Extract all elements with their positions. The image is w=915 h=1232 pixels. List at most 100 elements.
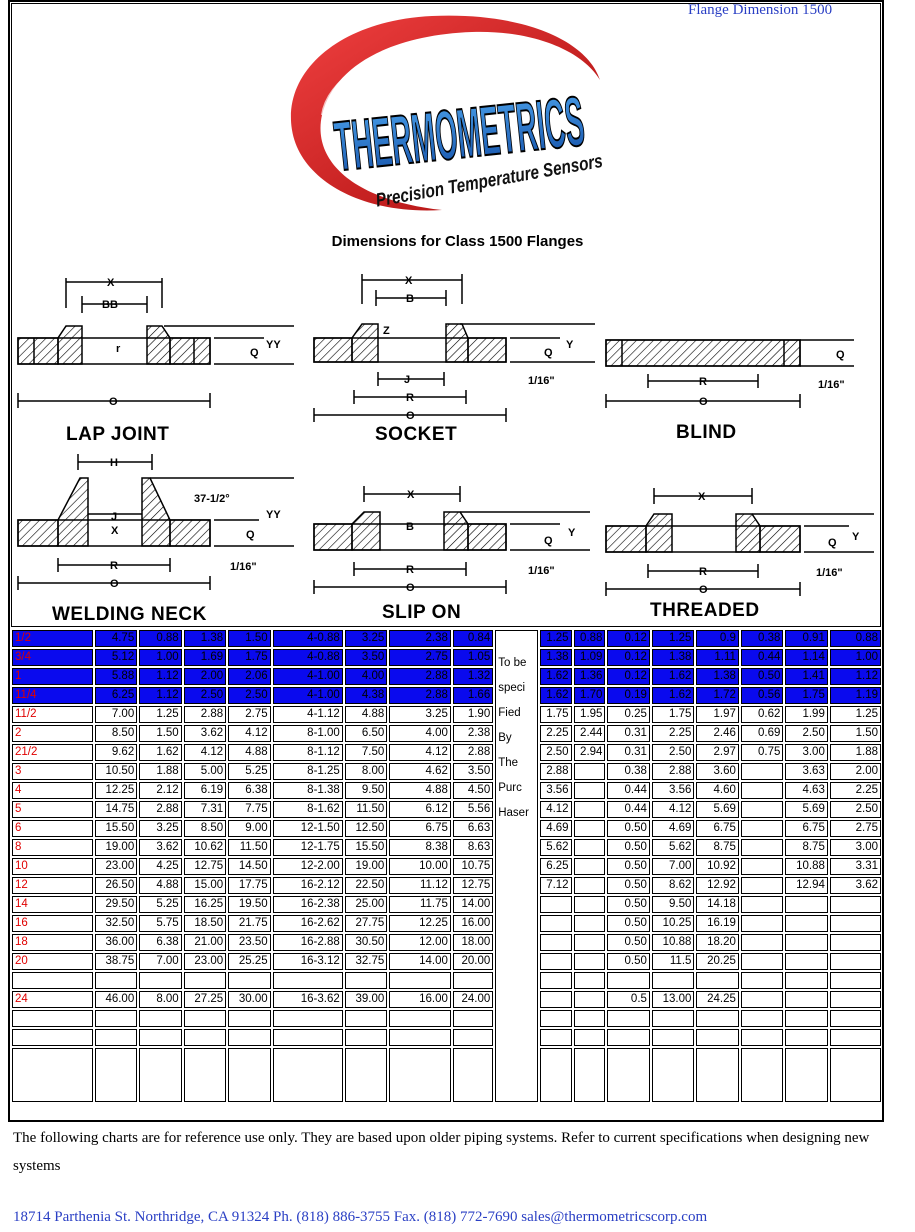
dimension-cell: 3.62 [829,877,881,894]
dimension-cell: 16-2.38 [272,896,343,913]
dimension-cell: 11.50 [344,801,388,818]
dimension-cell: 0.25 [607,706,650,723]
svg-text:Z: Z [383,325,390,337]
dimension-cell: 6.12 [389,801,451,818]
dimension-cell [344,1048,388,1102]
thermometrics-logo: THERMOMETRICS Precision Temperature Sens… [290,15,604,212]
svg-text:O: O [699,584,708,596]
dimension-cell: 1.90 [452,706,494,723]
dimension-cell: 8.50 [183,820,227,837]
dimension-cell: 15.50 [344,839,388,856]
svg-text:O: O [406,410,415,422]
dimension-cell [696,972,739,989]
dimension-cell: 6.75 [389,820,451,837]
dimension-cell: 12-1.50 [272,820,343,837]
dimension-cell: 21.75 [228,915,271,932]
dimension-cell: 3.50 [452,763,494,780]
dimension-cell: 8.00 [344,763,388,780]
dimension-cell: 30.00 [228,991,271,1008]
dimension-cell: 10.50 [94,763,138,780]
dimension-cell [452,972,494,989]
dimension-cell: 7.00 [651,858,695,875]
dimension-cell: 4.62 [389,763,451,780]
note-word: To be [498,657,527,669]
dimension-cell: 15.50 [94,820,138,837]
dimension-cell [539,1010,572,1027]
welding-neck-drawing: H J X 37-1/2° YY Q R 1/16" O [17,454,294,590]
dimension-cell: 3.60 [696,763,739,780]
threaded-label: THREADED [650,600,760,621]
dimension-cell: 5.25 [228,763,271,780]
dimension-cell: 4.00 [344,668,388,685]
dimension-cell: 4.12 [228,725,271,742]
table-row [12,1048,881,1102]
dimension-cell: 11.75 [389,896,451,913]
dimension-cell: 6.63 [452,820,494,837]
dimension-cell: 18.50 [183,915,227,932]
dimension-cell: 0.12 [607,630,650,647]
dimension-cell: 9.50 [651,896,695,913]
svg-text:R: R [110,560,118,572]
dimension-cell: 0.50 [607,896,650,913]
nominal-size-cell [12,1029,93,1046]
dimension-cell: 5.12 [94,649,138,666]
dimension-cell: 4.69 [651,820,695,837]
dimension-cell [139,1010,182,1027]
svg-text:O: O [406,582,415,594]
blind-drawing: Q R 1/16" O [605,339,854,408]
dimension-cell: 8.00 [139,991,182,1008]
dimension-cell [573,820,606,837]
dimension-cell: 0.62 [740,706,784,723]
dimension-cell [651,1010,695,1027]
dimension-cell [740,763,784,780]
dimension-cell: 1.95 [573,706,606,723]
dimension-cell [539,1029,572,1046]
dimension-cell: 0.44 [740,649,784,666]
dimension-cell [829,1029,881,1046]
company-contact: 18714 Parthenia St. Northridge, CA 91324… [13,1209,708,1225]
dimension-cell [573,1029,606,1046]
lap-joint-drawing: X BB r YY Q O [17,277,294,408]
dimension-cell: 1.88 [829,744,881,761]
dimension-cell [607,1029,650,1046]
dimension-cell: 27.25 [183,991,227,1008]
dimension-cell [139,1029,182,1046]
dimension-cell [829,972,881,989]
dimension-cell: 21.00 [183,934,227,951]
dimension-cell: 1.25 [539,630,572,647]
dimension-cell [740,801,784,818]
dimension-cell: 8.75 [785,839,828,856]
dimension-cell: 14.75 [94,801,138,818]
svg-text:Q: Q [828,537,837,549]
dimension-cell: 2.88 [389,687,451,704]
dimension-cell [539,972,572,989]
dimension-cell: 12.75 [183,858,227,875]
nominal-size-cell [12,1010,93,1027]
svg-text:B: B [406,293,414,305]
dimension-cell: 4-0.88 [272,649,343,666]
dimension-cell: 2.25 [829,782,881,799]
nominal-size-cell: 1 [12,668,93,685]
dimension-cell: 24.25 [696,991,739,1008]
dimension-cell: 4.25 [139,858,182,875]
note-word: By [498,732,512,744]
dimension-cell: 7.12 [539,877,572,894]
dimension-cell: 4.60 [696,782,739,799]
dimension-cell [740,839,784,856]
dimension-cell: 18.00 [452,934,494,951]
blind-label: BLIND [676,422,737,443]
svg-text:J: J [111,511,117,523]
dimension-cell: 4.38 [344,687,388,704]
dimension-cell: 12-1.75 [272,839,343,856]
dimension-cell: 1.11 [696,649,739,666]
dimension-cell [740,877,784,894]
svg-text:1/16": 1/16" [230,561,257,573]
dimension-cell [740,896,784,913]
dimension-cell [573,896,606,913]
nominal-size-cell: 14 [12,896,93,913]
reference-disclaimer: The following charts are for reference u… [13,1130,870,1174]
